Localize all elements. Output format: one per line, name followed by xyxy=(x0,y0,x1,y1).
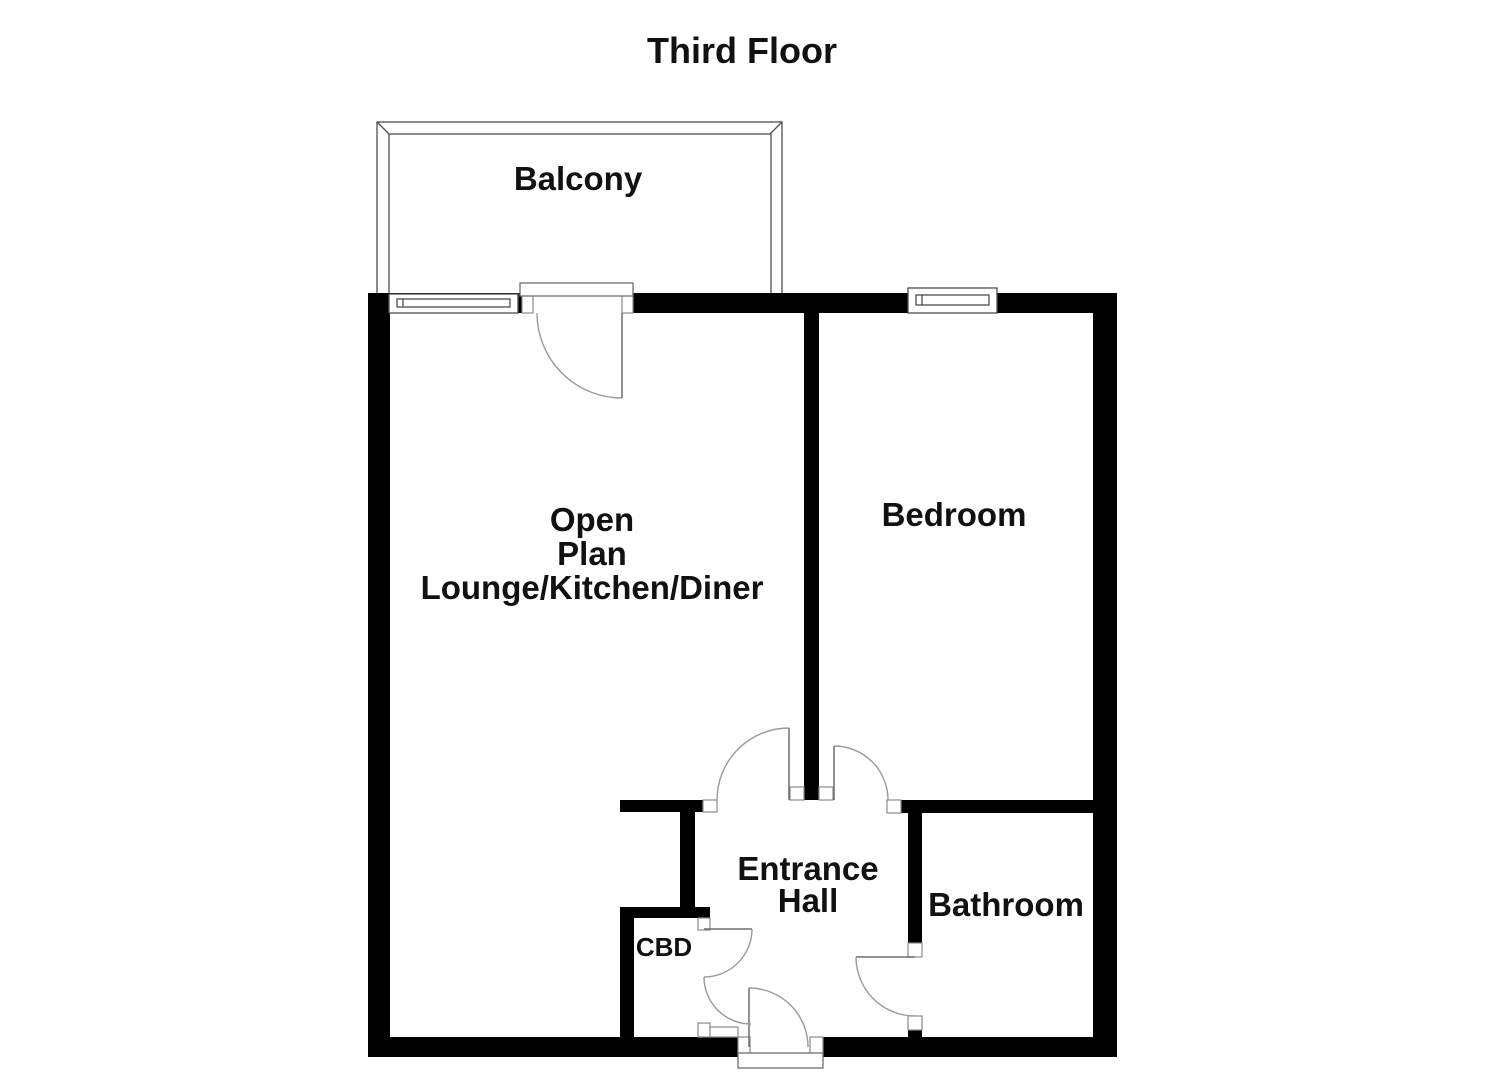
open-plan-label-2: Plan xyxy=(557,535,627,572)
bedroom-label: Bedroom xyxy=(882,496,1027,533)
page-title: Third Floor xyxy=(647,30,837,71)
bathroom-door-jamb-top xyxy=(907,942,923,958)
bedroom-window-pane xyxy=(915,294,990,306)
balcony-inner-rail xyxy=(388,133,772,296)
windows xyxy=(388,287,998,314)
walls xyxy=(368,293,1117,1057)
balcony-door-opening xyxy=(523,292,633,314)
entrance-door xyxy=(703,976,809,1048)
wall-bathroom-top xyxy=(901,800,1093,813)
wall-cupboard-left xyxy=(620,907,634,1037)
entrance-door-arc-inner xyxy=(703,976,752,1025)
wall-hall-northwest xyxy=(620,800,703,812)
bedroom-door-arc xyxy=(833,745,889,801)
balcony-door-jamb-left xyxy=(521,294,534,314)
bedroom-door-jamb-right xyxy=(886,799,902,814)
balcony-door-jamb-right xyxy=(621,294,634,314)
bathroom-label: Bathroom xyxy=(928,886,1084,923)
balcony-door xyxy=(536,312,623,399)
cupboard-label: CBD xyxy=(636,932,692,962)
bathroom-door-jamb-bottom xyxy=(907,1015,923,1031)
open-plan-label-3: Lounge/Kitchen/Diner xyxy=(421,569,764,606)
lounge-door xyxy=(716,727,790,801)
balcony-outer-rail xyxy=(376,121,783,296)
cupboard-door xyxy=(703,928,753,978)
lounge-window-pane xyxy=(396,298,511,308)
entrance-threshold xyxy=(737,1052,824,1069)
wall-cupboard-top xyxy=(620,907,710,918)
thresholds xyxy=(519,282,824,1069)
entrance-hall-label-1: Entrance xyxy=(737,850,878,887)
labels: Third Floor Balcony Open Plan Lounge/Kit… xyxy=(421,30,1084,962)
wall-left xyxy=(368,293,390,1057)
wall-right xyxy=(1093,293,1117,1057)
cupboard-door-arc xyxy=(703,928,753,978)
wall-bathroom-left-stub xyxy=(908,1030,922,1037)
lounge-door-arc xyxy=(716,727,790,801)
cupboard-door-jamb-bottom xyxy=(697,1022,711,1038)
wall-bathroom-left-upper xyxy=(908,813,922,943)
bathroom-door xyxy=(855,956,916,1017)
entrance-door-arc-outer xyxy=(748,987,809,1048)
doors xyxy=(536,312,916,1048)
bathroom-door-arc xyxy=(855,956,916,1017)
wall-lounge-bedroom-divider xyxy=(804,313,819,800)
wall-kitchen-nook xyxy=(680,812,695,907)
bedroom-door-jamb-left xyxy=(818,786,834,801)
balcony-railing xyxy=(376,121,783,296)
cupboard-door-jamb-top xyxy=(697,917,711,931)
balcony-door-arc xyxy=(536,312,623,399)
door-jambs xyxy=(521,294,923,1058)
entrance-hall-label-2: Hall xyxy=(778,882,839,919)
lounge-door-jamb-right xyxy=(789,786,805,801)
bedroom-door xyxy=(833,745,889,801)
balcony-door-threshold xyxy=(519,282,634,297)
hall-sill xyxy=(709,1026,739,1038)
balcony-mitre-left xyxy=(376,121,390,135)
lounge-door-jamb-left xyxy=(702,799,718,813)
open-plan-label-1: Open xyxy=(550,501,634,538)
balcony-label: Balcony xyxy=(514,160,643,197)
balcony-mitre-right xyxy=(769,121,783,135)
